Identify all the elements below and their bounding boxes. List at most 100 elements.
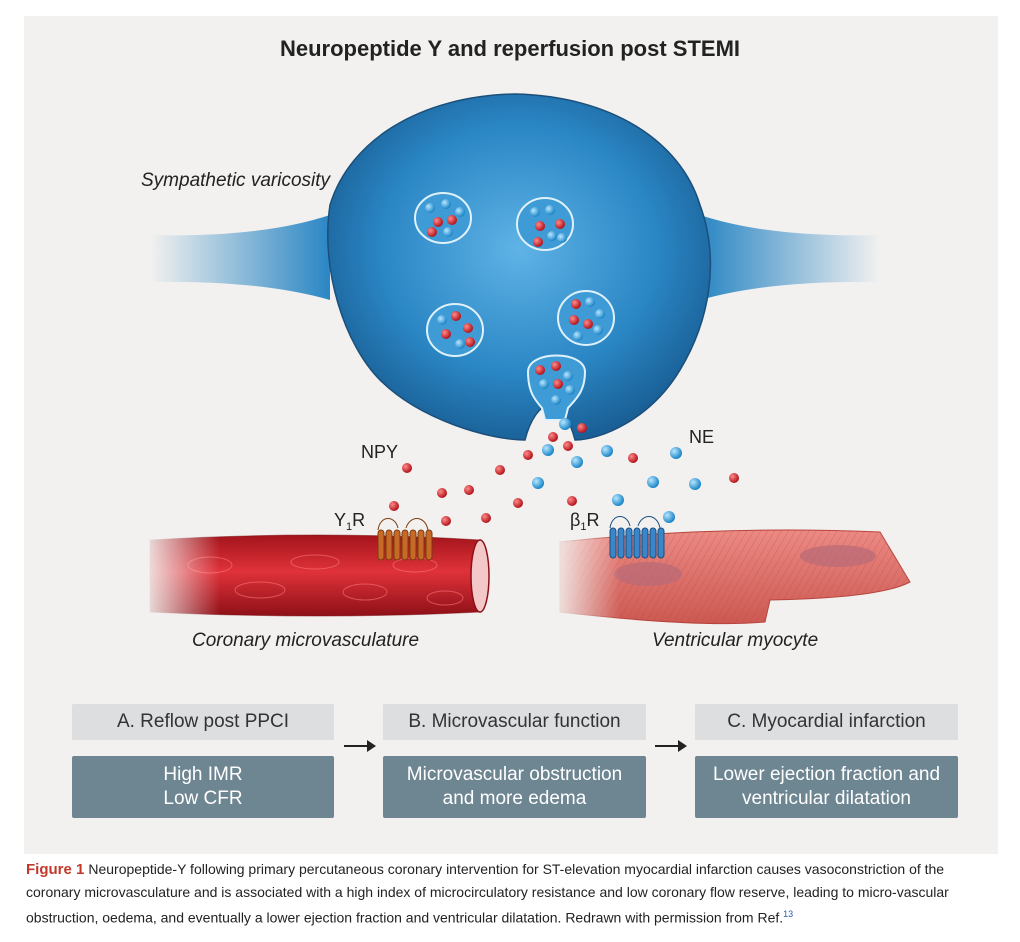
ne-molecule	[530, 207, 540, 217]
npy-molecule	[535, 365, 545, 375]
page-title: Neuropeptide Y and reperfusion post STEM…	[279, 36, 741, 61]
npy-molecule	[555, 219, 565, 229]
ventricular-myocyte	[550, 525, 911, 635]
axon-right	[700, 215, 880, 300]
box-b-line1: Microvascular obstruction	[406, 764, 623, 785]
b1r-label: β1R	[570, 510, 599, 533]
ne-molecule	[573, 331, 583, 341]
y1r-sub: 1	[346, 521, 353, 533]
ne-molecule	[612, 494, 624, 506]
y1r-end: R	[352, 510, 366, 530]
npy-molecule	[389, 501, 399, 511]
arrow-b-c	[655, 740, 687, 752]
npy-molecule	[441, 516, 451, 526]
npy-molecule	[523, 450, 533, 460]
npy-molecule	[495, 465, 505, 475]
b1r-end: R	[586, 510, 600, 530]
ne-molecule	[647, 476, 659, 488]
b1r-main: β	[570, 510, 581, 530]
npy-molecule	[583, 319, 593, 329]
ne-molecule	[593, 325, 603, 335]
box-b-line2: and more edema	[442, 788, 587, 809]
npy-molecule	[451, 311, 461, 321]
ne-molecule	[689, 478, 701, 490]
ne-molecule	[563, 371, 573, 381]
npy-label: NPY	[361, 442, 399, 462]
varicosity-label: Sympathetic varicosity	[141, 170, 331, 191]
box-c-line2: ventricular dilatation	[742, 788, 911, 809]
y1-receptor	[377, 518, 433, 561]
illustration	[140, 93, 911, 635]
axon-left	[150, 215, 330, 300]
npy-molecule	[563, 441, 573, 451]
y1r-label: Y1R	[334, 510, 365, 533]
box-a-header: A. Reflow post PPCI	[72, 704, 334, 740]
npy-molecule	[533, 237, 543, 247]
ne-molecule	[437, 315, 447, 325]
ne-molecule	[601, 445, 613, 457]
npy-molecule	[427, 227, 437, 237]
ne-molecule	[565, 385, 575, 395]
coronary-label: Coronary microvasculature	[192, 630, 420, 651]
arrow-a-b	[344, 740, 376, 752]
npy-molecule	[569, 315, 579, 325]
y1r-main: Y	[334, 510, 347, 530]
npy-molecule	[447, 215, 457, 225]
box-c-header: C. Myocardial infarction	[695, 704, 958, 740]
ne-molecule	[559, 418, 571, 430]
ne-molecule	[557, 233, 567, 243]
coronary-vessel	[140, 525, 490, 625]
ne-molecule	[532, 477, 544, 489]
ne-molecule	[670, 447, 682, 459]
npy-molecule	[463, 323, 473, 333]
sympathetic-varicosity	[327, 93, 712, 441]
ne-molecule	[595, 309, 605, 319]
ne-molecule	[663, 511, 675, 523]
ne-molecule	[539, 379, 549, 389]
ne-molecule	[455, 339, 465, 349]
npy-molecule	[465, 337, 475, 347]
ne-molecule	[455, 207, 465, 217]
box-a-body: High IMR Low CFR	[72, 756, 334, 818]
box-b-header: B. Microvascular function	[383, 704, 646, 740]
box-c-line1: Lower ejection fraction and	[712, 764, 941, 785]
npy-molecule	[513, 498, 523, 508]
npy-molecule	[464, 485, 474, 495]
box-a-line1: High IMR	[163, 764, 243, 785]
box-a-line2: Low CFR	[163, 788, 243, 809]
npy-molecule	[628, 453, 638, 463]
myocyte-label: Ventricular myocyte	[652, 630, 819, 651]
npy-molecule	[402, 463, 412, 473]
ne-molecule	[585, 297, 595, 307]
ne-molecule	[545, 205, 555, 215]
npy-molecule	[567, 496, 577, 506]
ne-molecule	[443, 227, 453, 237]
ne-molecule	[547, 231, 557, 241]
ne-molecule	[542, 444, 554, 456]
ne-molecule	[551, 395, 561, 405]
ne-molecule	[571, 456, 583, 468]
vesicle-molecules	[425, 199, 605, 405]
b1r-sub: 1	[580, 521, 587, 533]
box-b-body: Microvascular obstruction and more edema	[383, 756, 646, 818]
ne-molecule	[425, 203, 435, 213]
npy-molecule	[729, 473, 739, 483]
npy-molecule	[548, 432, 558, 442]
ne-label: NE	[689, 427, 715, 447]
npy-molecule	[481, 513, 491, 523]
beta1-receptor	[609, 516, 665, 559]
npy-molecule	[433, 217, 443, 227]
npy-molecule	[437, 488, 447, 498]
box-c-body: Lower ejection fraction and ventricular …	[695, 756, 958, 818]
released-molecules	[389, 418, 739, 526]
npy-molecule	[571, 299, 581, 309]
npy-molecule	[551, 361, 561, 371]
caption-text: Neuropeptide-Y following primary percuta…	[26, 861, 949, 926]
caption-ref[interactable]: 13	[783, 909, 794, 919]
ne-molecule	[441, 199, 451, 209]
figure-label: Figure 1	[26, 861, 85, 878]
npy-molecule	[441, 329, 451, 339]
npy-molecule	[553, 379, 563, 389]
npy-molecule	[577, 423, 587, 433]
